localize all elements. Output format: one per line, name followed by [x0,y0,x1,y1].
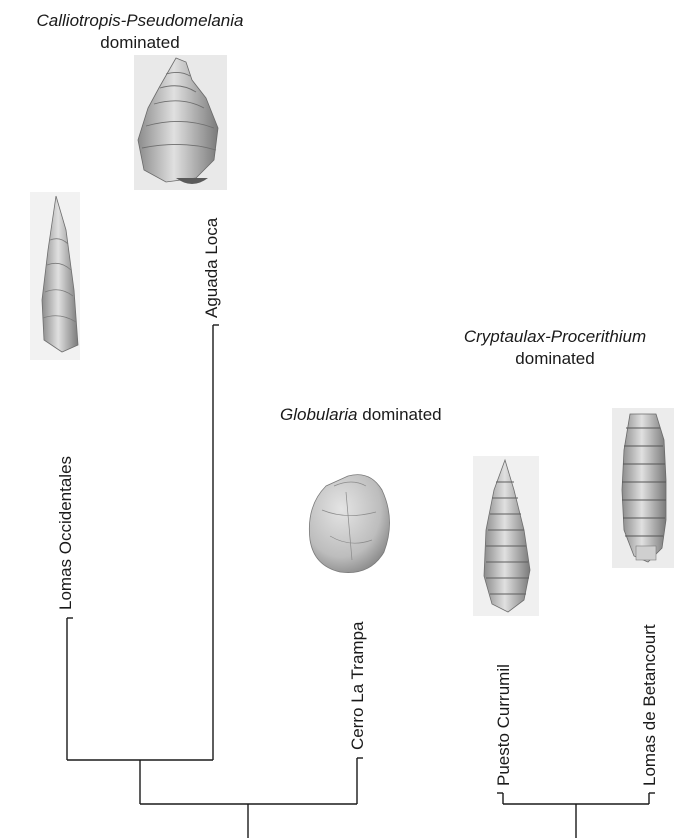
trochiform-shell [134,55,227,190]
globular-shell [309,475,389,573]
turreted-ribbed-shell [473,456,539,616]
leaf-label-lomas-occidentales: Lomas Occidentales [56,456,76,610]
caption-calliotropis: Calliotropis-Pseudomelania dominated [0,10,280,54]
caption-cryptaulax-suffix: dominated [515,349,594,368]
caption-globularia-suffix: dominated [362,405,441,424]
high-spired-cone-shell [30,192,80,360]
ribbed-cylindrical-shell [612,408,674,568]
caption-globularia-genus: Globularia [280,405,358,424]
leaf-label-puesto-currumil: Puesto Currumil [494,664,514,786]
leaf-label-aguada-loca: Aguada Loca [202,218,222,318]
caption-calliotropis-suffix: dominated [100,33,179,52]
caption-calliotropis-genus: Calliotropis-Pseudomelania [37,11,244,30]
caption-globularia: Globularia dominated [280,404,430,426]
leaf-label-lomas-de-betancourt: Lomas de Betancourt [640,624,660,786]
leaf-label-cerro-la-trampa: Cerro La Trampa [348,622,368,751]
caption-cryptaulax-genus: Cryptaulax-Procerithium [464,327,646,346]
caption-cryptaulax: Cryptaulax-Procerithium dominated [430,326,680,370]
